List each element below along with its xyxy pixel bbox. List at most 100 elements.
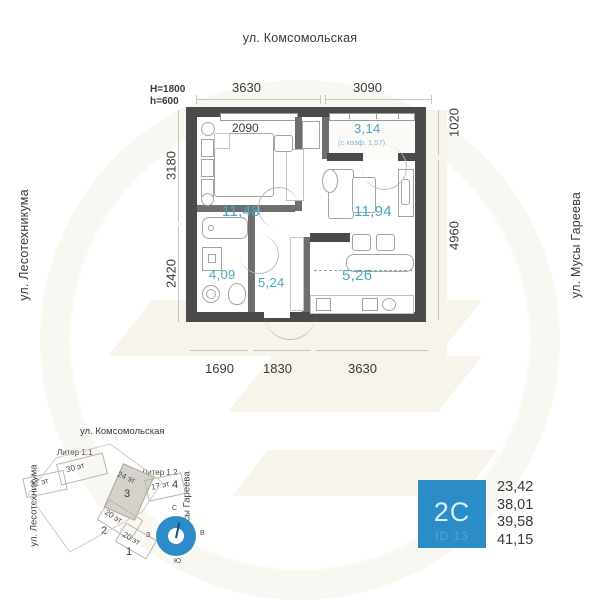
sink-icon (316, 298, 331, 311)
desk-chair (274, 135, 293, 152)
minimap-section-2: 2 (101, 525, 108, 537)
oven-icon (382, 298, 396, 311)
wall-right (415, 107, 426, 322)
bathtub (202, 217, 248, 239)
street-label-top: ул. Комсомольская (242, 31, 358, 45)
area-hallway: 5,24 (258, 275, 285, 290)
dim-line-left-1 (178, 110, 179, 222)
wall-balcony-sill (327, 153, 363, 161)
tv-screen (401, 179, 410, 205)
wall-hall-kitchen (302, 237, 310, 312)
dim-tick-top-a (196, 95, 197, 104)
ceiling-height-main: H=1800 (150, 84, 186, 95)
minimap-section-3: 3 (124, 488, 131, 500)
wall-left (186, 107, 197, 322)
dim-interior-bedroom: 2090 (232, 121, 259, 135)
balcony-mullion-3 (398, 113, 399, 119)
nightstand-1 (201, 139, 214, 157)
dining-chair-1 (352, 234, 371, 251)
area-kitchen: 5,26 (342, 267, 373, 284)
dim-left-1: 3180 (163, 151, 179, 180)
bathroom-door-swing (240, 235, 279, 274)
dim-tick-top-d (431, 95, 432, 104)
minimap-liter-2: Литер 1.2 (142, 468, 178, 477)
area-summary-4: 41,15 (497, 531, 534, 548)
dim-line-right-2 (438, 160, 439, 320)
bedroom-door-swing (258, 187, 299, 228)
compass-label-east: В (200, 530, 205, 537)
dim-top-1: 3630 (232, 80, 261, 95)
dim-line-bottom-2 (253, 350, 311, 351)
dim-line-bottom-1 (190, 350, 248, 351)
apartment-type-badge[interactable]: 2С ID 13 (418, 480, 486, 548)
wall-bedroom-right-upper (295, 117, 302, 149)
balcony-door-swing (362, 145, 407, 190)
area-bedroom: 11,48 (222, 203, 260, 220)
bedroom-lamp (201, 122, 215, 136)
dim-right-1: 1020 (446, 108, 462, 137)
wall-balcony-left (322, 117, 329, 159)
dim-top-2: 3090 (353, 80, 382, 95)
minimap-section-4: 4 (172, 479, 179, 491)
wall-balcony-sill-right (398, 153, 415, 161)
area-summary-2: 38,01 (497, 496, 534, 513)
dim-bottom-2: 1830 (263, 361, 292, 376)
dim-line-top-1 (196, 99, 320, 100)
balcony-mullion-1 (349, 113, 350, 119)
dim-line-top-2 (325, 99, 431, 100)
minimap-site-outline (27, 443, 163, 553)
dim-line-bottom-3 (316, 350, 428, 351)
street-label-right: ул. Мусы Гареева (569, 191, 583, 299)
area-balcony-coefficient: (с коэф. 1,57) (338, 138, 386, 147)
bathtub-drain (208, 225, 214, 231)
bed-pillow (214, 133, 230, 149)
wall-bedroom-bottom (197, 205, 295, 212)
balcony-glazing (329, 113, 415, 121)
area-summary-3: 39,58 (497, 514, 534, 531)
minimap-section-1: 1 (126, 546, 133, 558)
compass-rose (156, 516, 196, 556)
site-minimap[interactable]: ул. Комсомольская ул. Лесотехникума ул. … (14, 420, 234, 590)
area-summary-list: 23,42 38,01 39,58 41,15 (497, 479, 577, 549)
apartment-type-label: 2С (433, 497, 471, 527)
plant-living (322, 169, 338, 193)
minimap-street-top: ул. Комсомольская (80, 426, 165, 437)
dim-bottom-3: 3630 (348, 361, 377, 376)
dim-right-2: 4960 (446, 221, 462, 250)
area-bathroom: 4,09 (209, 267, 236, 282)
dim-bottom-1: 1690 (205, 361, 234, 376)
dim-tick-top-b (320, 95, 321, 104)
apartment-plan: 2090 11,48 4,09 5,24 11,94 3,14 (с коэф.… (186, 107, 426, 340)
apartment-id-label: ID 13 (435, 529, 469, 543)
hall-wardrobe (290, 237, 304, 311)
toilet (228, 283, 246, 305)
ceiling-height-note: H=1800 h=600 (150, 84, 185, 108)
nightstand-2 (201, 159, 214, 177)
bedroom-window (220, 113, 298, 121)
balcony-mullion-2 (376, 113, 377, 119)
area-balcony: 3,14 (354, 121, 381, 136)
area-summary-1: 23,42 (497, 479, 534, 495)
dining-table (346, 254, 414, 272)
wall-top (186, 107, 426, 117)
compass-label-south: Ю (174, 558, 182, 565)
desk (302, 121, 320, 149)
dim-line-left-2 (178, 226, 179, 322)
wall-kitchen-top (310, 233, 350, 242)
street-label-left: ул. Лесотехникума (17, 189, 31, 301)
kitchen-zone-divider (314, 270, 412, 272)
stove-icon (362, 298, 378, 311)
minimap-liter-1: Литер 1.1 (57, 448, 93, 457)
bed (214, 133, 274, 197)
dim-left-2: 2420 (163, 259, 179, 288)
entry-door-swing (264, 287, 316, 340)
bathroom-drain-inner (206, 289, 216, 299)
compass-label-north: С (172, 505, 178, 512)
area-living-room: 11,94 (354, 203, 392, 220)
dim-tick-top-c (325, 95, 326, 104)
dining-chair-2 (376, 234, 395, 251)
washing-machine-door (208, 254, 216, 263)
dim-line-right-1 (438, 110, 439, 155)
ceiling-height-sub: h=600 (150, 96, 179, 107)
